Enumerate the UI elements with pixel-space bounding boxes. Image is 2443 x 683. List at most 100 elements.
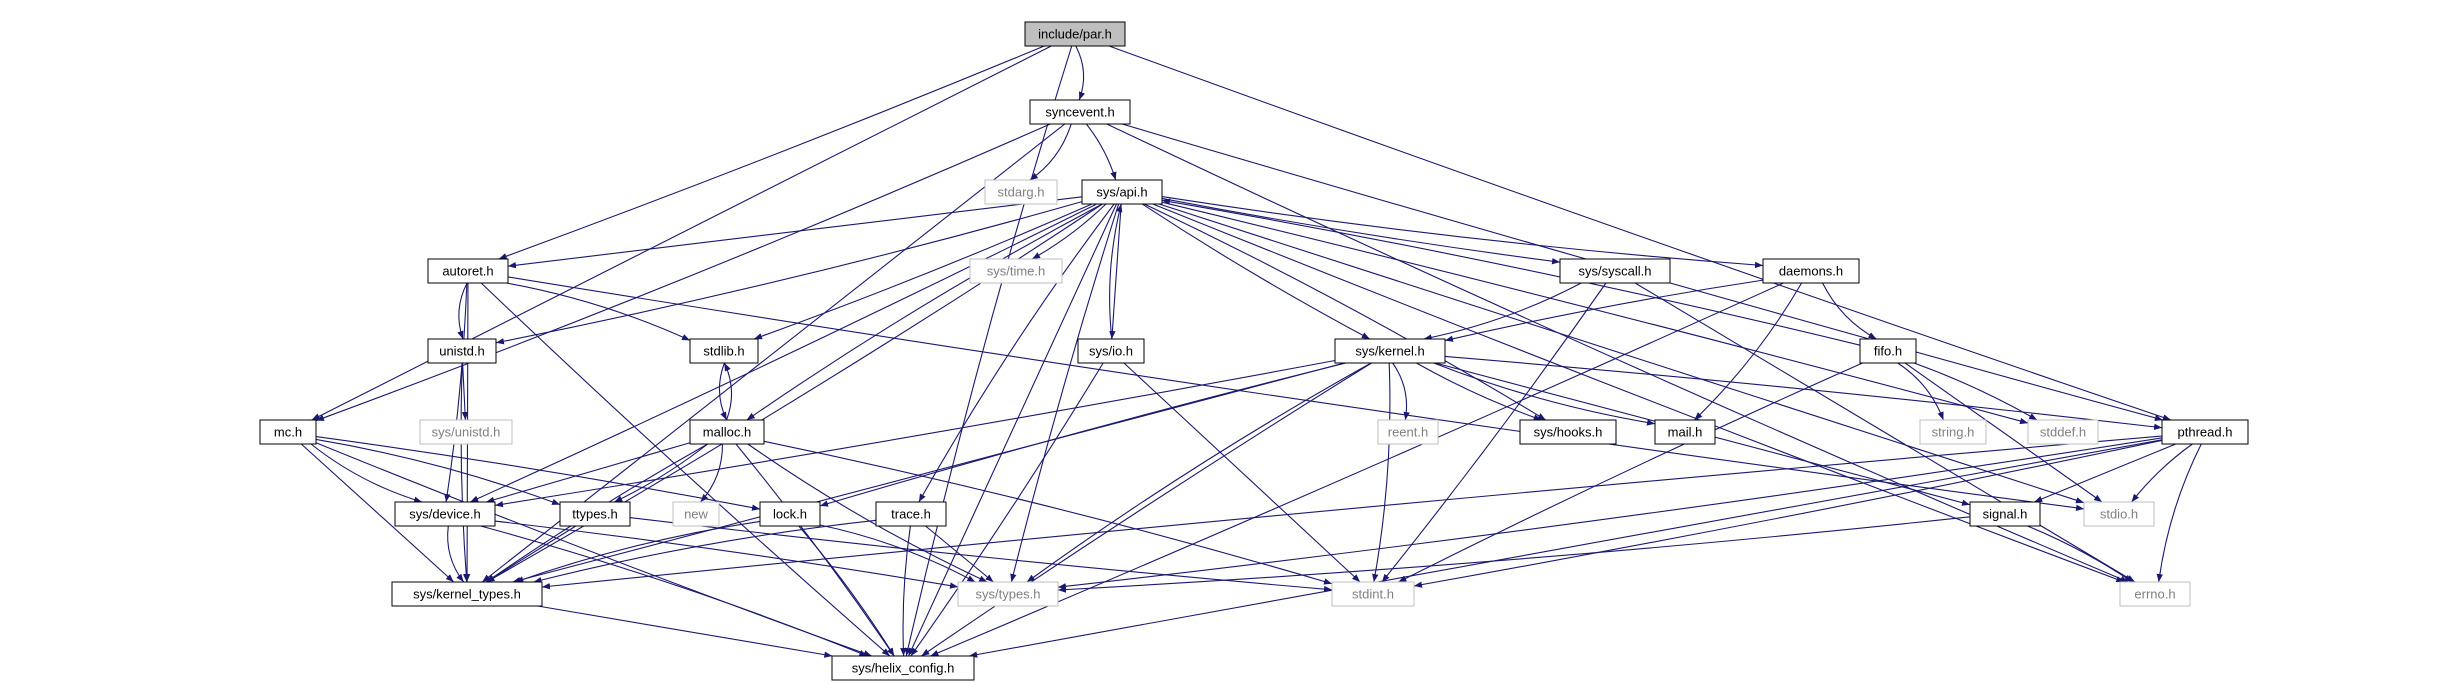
- node-box-mc: [259, 419, 317, 445]
- edge-kernel-to-reent: [1392, 362, 1410, 421]
- node-label-fifo: fifo.h: [1874, 344, 1902, 359]
- edge-syscall-to-errno: [1634, 282, 2136, 583]
- node-label-lock: lock.h: [773, 507, 807, 522]
- node-stdio: stdio.h: [2083, 501, 2155, 527]
- node-label-trace: trace.h: [891, 507, 931, 522]
- node-box-ktypes: [391, 581, 543, 607]
- node-lock[interactable]: lock.h: [759, 501, 821, 527]
- node-daemons[interactable]: daemons.h: [1762, 258, 1860, 284]
- node-box-ttypes: [559, 501, 631, 527]
- edge-lock-to-helix: [798, 525, 895, 657]
- node-label-stddef: stddef.h: [2040, 425, 2086, 440]
- node-sysunistd: sys/unistd.h: [419, 419, 513, 445]
- edge-lock-to-types: [819, 524, 976, 583]
- node-mail[interactable]: mail.h: [1654, 419, 1716, 445]
- node-box-errno: [2119, 581, 2191, 607]
- edge-kernel-to-mail: [1433, 362, 1656, 426]
- node-label-types: sys/types.h: [975, 587, 1040, 602]
- edge-syscall-to-stdint: [1381, 282, 1607, 583]
- node-syscall[interactable]: sys/syscall.h: [1559, 258, 1671, 284]
- node-hooks[interactable]: sys/hooks.h: [1519, 419, 1617, 445]
- node-box-syscall: [1559, 258, 1671, 284]
- node-box-mail: [1654, 419, 1716, 445]
- edge-syncevent-to-api: [1085, 123, 1117, 181]
- node-label-syscall: sys/syscall.h: [1579, 264, 1652, 279]
- node-signal[interactable]: signal.h: [1969, 501, 2041, 527]
- node-label-stdlib: stdlib.h: [703, 344, 744, 359]
- node-pthread[interactable]: pthread.h: [2161, 419, 2249, 445]
- node-device[interactable]: sys/device.h: [394, 501, 496, 527]
- node-label-unistd: unistd.h: [439, 344, 485, 359]
- node-label-ttypes: ttypes.h: [572, 507, 618, 522]
- node-string: string.h: [1919, 419, 1987, 445]
- edge-api-to-time: [1031, 203, 1107, 260]
- node-io[interactable]: sys/io.h: [1077, 338, 1145, 364]
- edge-kernel-to-hooks: [1416, 362, 1542, 421]
- node-ktypes[interactable]: sys/kernel_types.h: [391, 581, 543, 607]
- node-stdint: stdint.h: [1331, 581, 1415, 607]
- edge-kernel-to-ktypes: [512, 362, 1345, 584]
- edge-daemons-to-fifo: [1822, 282, 1877, 340]
- node-label-hooks: sys/hooks.h: [1534, 425, 1603, 440]
- node-trace[interactable]: trace.h: [875, 501, 947, 527]
- node-stdlib[interactable]: stdlib.h: [689, 338, 759, 364]
- node-box-signal: [1969, 501, 2041, 527]
- edge-fifo-to-string: [1897, 362, 1944, 421]
- node-box-sysunistd: [419, 419, 513, 445]
- edge-malloc-to-stdlib: [723, 362, 733, 421]
- node-label-pthread: pthread.h: [2178, 425, 2233, 440]
- node-label-helix: sys/helix_config.h: [852, 661, 955, 676]
- edge-kernel-to-stdint: [1372, 362, 1391, 583]
- node-reent: reent.h: [1377, 419, 1439, 445]
- edge-pthread-to-stdio: [2131, 443, 2193, 503]
- edge-malloc-to-device: [486, 442, 691, 503]
- edge-io-to-api: [1109, 203, 1123, 340]
- edge-api-to-daemons: [1161, 196, 1764, 269]
- node-label-autoret: autoret.h: [442, 264, 493, 279]
- edge-pthread-to-ktypes: [541, 435, 2163, 590]
- edge-mc-to-lock: [315, 436, 761, 511]
- node-label-reent: reent.h: [1388, 425, 1428, 440]
- edge-kernel-to-device: [494, 359, 1336, 508]
- node-label-time: sys/time.h: [987, 264, 1046, 279]
- edge-signal-to-errno: [2027, 525, 2133, 583]
- node-box-fifo: [1859, 338, 1917, 364]
- edge-ktypes-to-helix: [537, 605, 833, 658]
- edge-io-to-helix: [910, 362, 1104, 657]
- node-stdarg: stdarg.h: [984, 179, 1058, 205]
- node-box-time: [969, 258, 1063, 284]
- edge-api-to-io: [1109, 203, 1122, 340]
- node-par[interactable]: include/par.h: [1024, 21, 1126, 47]
- node-helix[interactable]: sys/helix_config.h: [831, 655, 975, 681]
- node-types: sys/types.h: [957, 581, 1059, 607]
- node-autoret[interactable]: autoret.h: [427, 258, 509, 284]
- node-box-stdio: [2083, 501, 2155, 527]
- node-box-pthread: [2161, 419, 2249, 445]
- node-api[interactable]: sys/api.h: [1081, 179, 1163, 205]
- edge-pthread-to-stdint: [1413, 439, 2163, 588]
- edge-kernel-to-pthread: [1444, 355, 2163, 430]
- node-box-stdint: [1331, 581, 1415, 607]
- node-label-device: sys/device.h: [409, 507, 481, 522]
- edge-api-to-stdio: [1158, 203, 2085, 504]
- edge-ttypes-to-ktypes: [485, 525, 577, 583]
- node-malloc[interactable]: malloc.h: [689, 419, 765, 445]
- edge-daemons-to-kernel: [1444, 279, 1764, 342]
- node-kernel[interactable]: sys/kernel.h: [1334, 338, 1446, 364]
- edge-api-to-trace: [918, 203, 1115, 503]
- node-unistd[interactable]: unistd.h: [427, 338, 497, 364]
- node-time: sys/time.h: [969, 258, 1063, 284]
- edge-par-to-autoret: [498, 45, 1045, 260]
- node-box-syncevent: [1029, 99, 1131, 125]
- node-fifo[interactable]: fifo.h: [1859, 338, 1917, 364]
- edge-kernel-to-types: [1026, 362, 1372, 583]
- node-syncevent[interactable]: syncevent.h: [1029, 99, 1131, 125]
- edge-lock-to-ktypes: [515, 520, 761, 583]
- edge-api-to-stddef: [1161, 201, 2029, 425]
- node-label-kernel: sys/kernel.h: [1355, 344, 1424, 359]
- node-ttypes[interactable]: ttypes.h: [559, 501, 631, 527]
- edge-api-to-types: [1010, 203, 1120, 583]
- node-mc[interactable]: mc.h: [259, 419, 317, 445]
- edge-mc-to-ttypes: [315, 438, 561, 506]
